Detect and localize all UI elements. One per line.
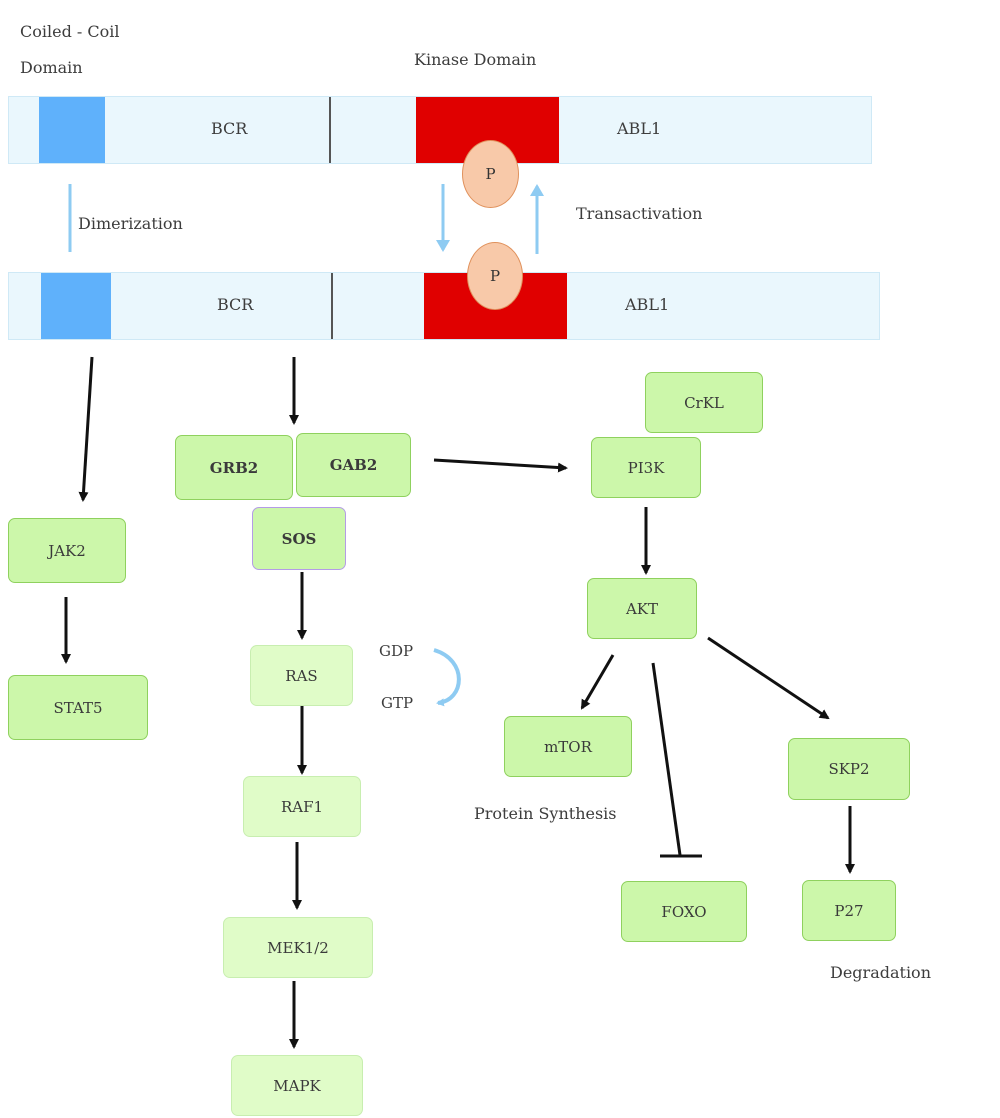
node-stat5: STAT5 — [8, 675, 148, 740]
node-sos: SOS — [252, 507, 346, 570]
bcr-label-bottom: BCR — [217, 295, 254, 314]
breakpoint-divider-bottom — [331, 273, 333, 339]
node-gab2: GAB2 — [296, 433, 411, 497]
bcr-label-top: BCR — [211, 119, 248, 138]
gdp-label: GDP — [379, 642, 414, 660]
inhibit-akt-to-foxo — [651, 662, 682, 856]
abl1-label-bottom: ABL1 — [625, 295, 670, 314]
dimerization-label: Dimerization — [78, 214, 183, 233]
coiled-coil-domain-bottom — [41, 273, 111, 339]
node-mapk: MAPK — [231, 1055, 363, 1116]
protein-synthesis-label: Protein Synthesis — [474, 804, 617, 823]
phospho-circle-bottom: P — [467, 242, 523, 310]
transactivation-label: Transactivation — [576, 204, 703, 223]
gdp-gtp-cycle-arrow — [433, 648, 461, 707]
phospho-circle-top: P — [462, 140, 519, 208]
coiled-coil-label-line1: Coiled - Coil — [20, 22, 120, 41]
node-pi3k: PI3K — [591, 437, 701, 498]
node-raf1: RAF1 — [243, 776, 361, 837]
node-skp2: SKP2 — [788, 738, 910, 800]
kinase-domain-label: Kinase Domain — [414, 50, 537, 69]
breakpoint-divider-top — [329, 97, 331, 163]
node-jak2: JAK2 — [8, 518, 126, 583]
node-p27: P27 — [802, 880, 896, 941]
abl1-label-top: ABL1 — [617, 119, 662, 138]
arrow-akt-to-skp2 — [707, 636, 830, 720]
node-akt: AKT — [587, 578, 697, 639]
coiled-coil-domain-top — [39, 97, 105, 163]
node-ras: RAS — [250, 645, 353, 706]
arrow-bar-to-jak2 — [78, 356, 94, 502]
node-mtor: mTOR — [504, 716, 632, 777]
node-mek: MEK1/2 — [223, 917, 373, 978]
degradation-label: Degradation — [830, 963, 931, 982]
arrow-akt-to-mtor — [580, 654, 615, 710]
gtp-label: GTP — [381, 694, 414, 712]
node-crkl: CrKL — [645, 372, 763, 433]
node-foxo: FOXO — [621, 881, 747, 942]
arrow-gab2-to-pi3k — [433, 458, 568, 473]
node-grb2: GRB2 — [175, 435, 293, 500]
coiled-coil-label-line2: Domain — [20, 58, 83, 77]
